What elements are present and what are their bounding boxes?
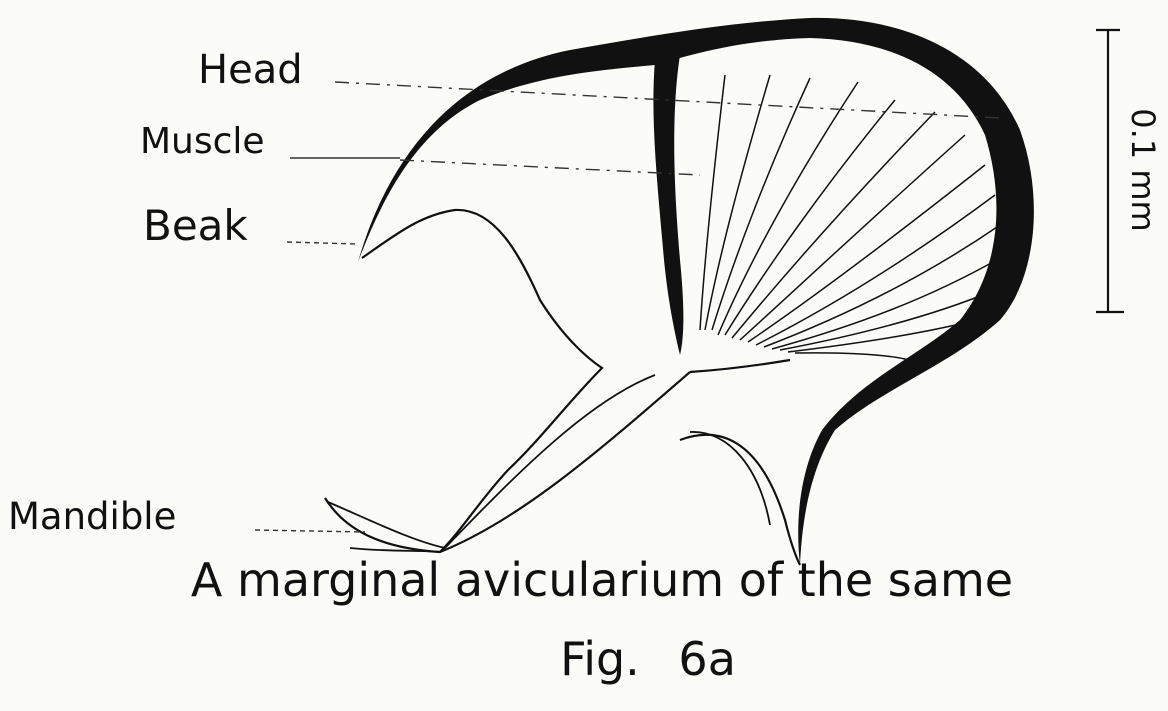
figure-number-text: Fig. 6a (560, 636, 736, 682)
figure-number: Fig. 6a (0, 636, 1168, 682)
leader-lines (255, 82, 1000, 532)
beak-cavity-outline (362, 210, 602, 552)
scale-bar (1096, 30, 1124, 312)
label-head: Head (198, 50, 303, 90)
caption-text: A marginal avicularium of the same (191, 557, 1013, 603)
muscle-fibres (700, 75, 1000, 362)
label-muscle: Muscle (140, 124, 265, 160)
label-mandible: Mandible (8, 498, 176, 535)
mandible-inner (328, 502, 445, 552)
label-beak: Beak (143, 205, 248, 247)
lower-inner-curve (690, 432, 770, 525)
scale-bar-label: 0.1 mm (1127, 108, 1159, 231)
figure-caption: A marginal avicularium of the same (0, 557, 1168, 603)
lower-cavity-outline (680, 360, 800, 565)
mandible-ridge (445, 375, 655, 548)
